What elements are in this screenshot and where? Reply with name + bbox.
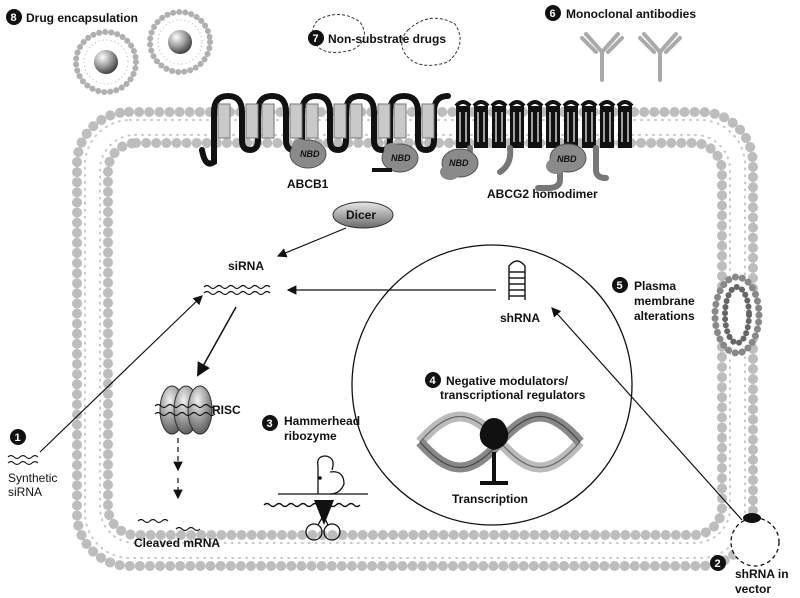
step-number: 8 — [11, 12, 17, 24]
step-label: Monoclonal antibodies — [566, 7, 696, 21]
step-number: 6 — [550, 8, 556, 20]
step-3-hammerhead-ribozyme: 3 Hammerhead ribozyme — [262, 414, 368, 541]
risc-complex: RISC — [154, 385, 241, 435]
shrna-hairpin — [508, 260, 526, 300]
cleaved-mrna-label: Cleaved mRNA — [134, 536, 220, 550]
step-label: Drug encapsulation — [26, 11, 138, 25]
step-label: siRNA — [8, 485, 42, 499]
step-7-non-substrate-drugs: 7 Non-substrate drugs — [308, 14, 461, 66]
step-label: ribozyme — [284, 429, 337, 443]
step-2-shrna-vector: 2 shRNA in vector — [710, 513, 789, 596]
nbd-label: NBD — [449, 158, 469, 168]
step-label: shRNA in — [735, 567, 789, 581]
dicer: Dicer — [332, 201, 394, 229]
step-label: vector — [735, 582, 771, 596]
nbd-label: NBD — [557, 154, 577, 164]
drug-particle — [168, 30, 192, 54]
regulator-protein — [479, 418, 509, 450]
step-8-drug-encapsulation: 8 Drug encapsulation — [6, 9, 213, 95]
step-number: 3 — [267, 418, 273, 430]
step-number: 5 — [617, 280, 623, 292]
risc-label: RISC — [212, 403, 241, 417]
antibody — [638, 32, 682, 82]
nucleus — [351, 244, 633, 526]
step-number: 7 — [313, 33, 319, 45]
abcb1-label: ABCB1 — [287, 177, 329, 191]
step-label: alterations — [634, 309, 695, 323]
synthetic-sirna-arrow — [39, 295, 203, 453]
sirna-to-risc-arrow — [197, 306, 237, 377]
step-label: Synthetic — [8, 471, 57, 485]
abcb1-transporter: NBD NBD ABCB1 — [199, 92, 451, 191]
nbd-domain: NBD — [381, 143, 419, 173]
nbd-label: NBD — [300, 149, 320, 159]
drug-particle — [94, 50, 118, 74]
abcg2-homodimer: NBD NBD ABCG2 homodimer — [440, 100, 634, 201]
transcription-label: Transcription — [452, 492, 528, 506]
shrna-label: shRNA — [500, 311, 540, 325]
ribozyme-structure — [263, 455, 368, 541]
step-number: 4 — [430, 375, 437, 387]
nbd-domain: NBD — [546, 143, 587, 174]
step-6-monoclonal-antibodies: 6 Monoclonal antibodies — [545, 5, 696, 82]
cleaved-mrna — [137, 518, 201, 532]
sirna-label: siRNA — [228, 259, 264, 273]
step-label: Hammerhead — [284, 414, 360, 428]
nbd-label: NBD — [391, 153, 411, 163]
step-4-negative-modulators: 4 Negative modulators/ transcriptional r… — [416, 372, 586, 506]
dicer-label: Dicer — [346, 208, 376, 222]
vector-to-shrna-arrow — [551, 307, 743, 521]
step-5-membrane-alterations: 5 Plasma membrane alterations — [612, 273, 763, 357]
step-label: Non-substrate drugs — [328, 32, 446, 46]
nbd-domain: NBD — [440, 148, 479, 180]
step-1-synthetic-sirna: 1 Synthetic siRNA — [7, 429, 57, 499]
step-number: 1 — [15, 432, 21, 444]
step-label: Plasma — [634, 279, 676, 293]
step-label: transcriptional regulators — [440, 388, 586, 402]
nbd-domain: NBD — [289, 139, 327, 169]
abcg2-label: ABCG2 homodimer — [487, 187, 598, 201]
step-label: membrane — [634, 294, 695, 308]
sirna-duplex — [203, 284, 271, 296]
dicer-arrow — [276, 227, 347, 258]
step-number: 2 — [715, 558, 721, 570]
step-label: Negative modulators/ — [446, 374, 569, 388]
antibody — [580, 32, 624, 82]
